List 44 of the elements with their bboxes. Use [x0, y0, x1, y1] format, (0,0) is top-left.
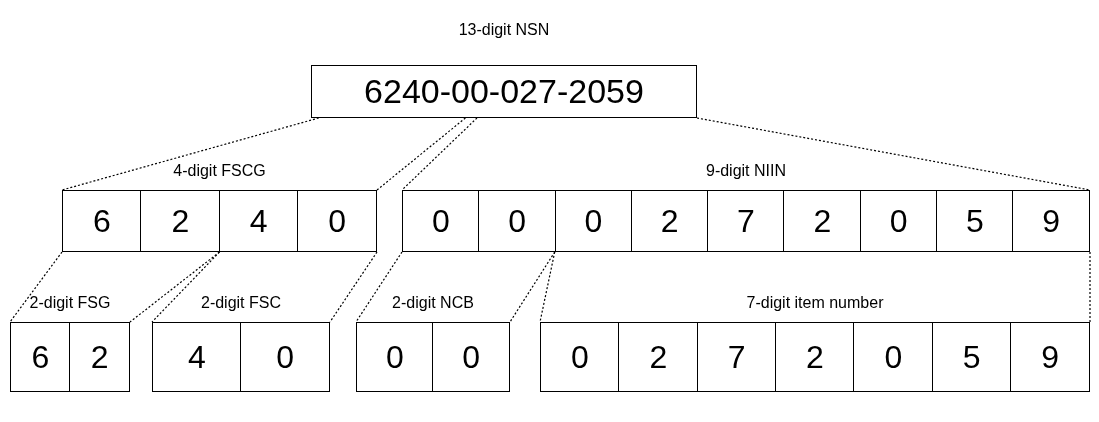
digit-cell: 0: [432, 322, 510, 392]
projection-line: [539, 251, 556, 323]
group-heading: 13-digit NSN: [457, 20, 551, 40]
digit-cell: 5: [931, 322, 1012, 392]
projection-line: [329, 251, 378, 323]
number-box: 6240-00-027-2059: [311, 65, 697, 118]
group-heading: 2-digit FSC: [200, 293, 282, 313]
digit-cell: 0: [356, 322, 434, 392]
digit-cell: 2: [775, 322, 855, 392]
projection-line: [151, 251, 221, 323]
group-heading: 7-digit item number: [745, 293, 885, 313]
digit-cell: 5: [935, 190, 1014, 252]
projection-line: [696, 117, 1091, 191]
digit-cell: 0: [853, 322, 934, 392]
digit-cell: 0: [540, 322, 620, 392]
digit-cell: 6: [10, 322, 71, 392]
digit-cell: 0: [859, 190, 938, 252]
digit-cell: 0: [297, 190, 377, 252]
group-heading: 4-digit FSCG: [172, 161, 267, 181]
projection-line: [1089, 251, 1091, 323]
digit-cell: 2: [630, 190, 709, 252]
digit-cell: 7: [707, 190, 785, 252]
digit-cell: 2: [69, 322, 130, 392]
digit-cell: 4: [218, 190, 299, 252]
digit-cell: 2: [783, 190, 862, 252]
projection-line: [401, 117, 478, 191]
projection-line: [509, 251, 556, 323]
digit-cell: 6: [62, 190, 142, 252]
projection-line: [355, 251, 403, 323]
projection-line: [9, 251, 63, 323]
digit-cell: 2: [140, 190, 221, 252]
digit-cell: 4: [152, 322, 242, 392]
digit-cell: 0: [554, 190, 633, 252]
group-heading: 9-digit NIIN: [705, 161, 787, 181]
group-heading: 2-digit NCB: [391, 293, 475, 313]
digit-cell: 0: [402, 190, 480, 252]
digit-cell: 9: [1012, 190, 1091, 252]
group-heading: 2-digit FSG: [28, 293, 112, 313]
digit-cell: 7: [696, 322, 777, 392]
digit-cell: 0: [478, 190, 557, 252]
projection-line: [376, 117, 466, 191]
digit-cell: 2: [618, 322, 699, 392]
digit-cell: 0: [240, 322, 330, 392]
digit-cell: 9: [1010, 322, 1090, 392]
